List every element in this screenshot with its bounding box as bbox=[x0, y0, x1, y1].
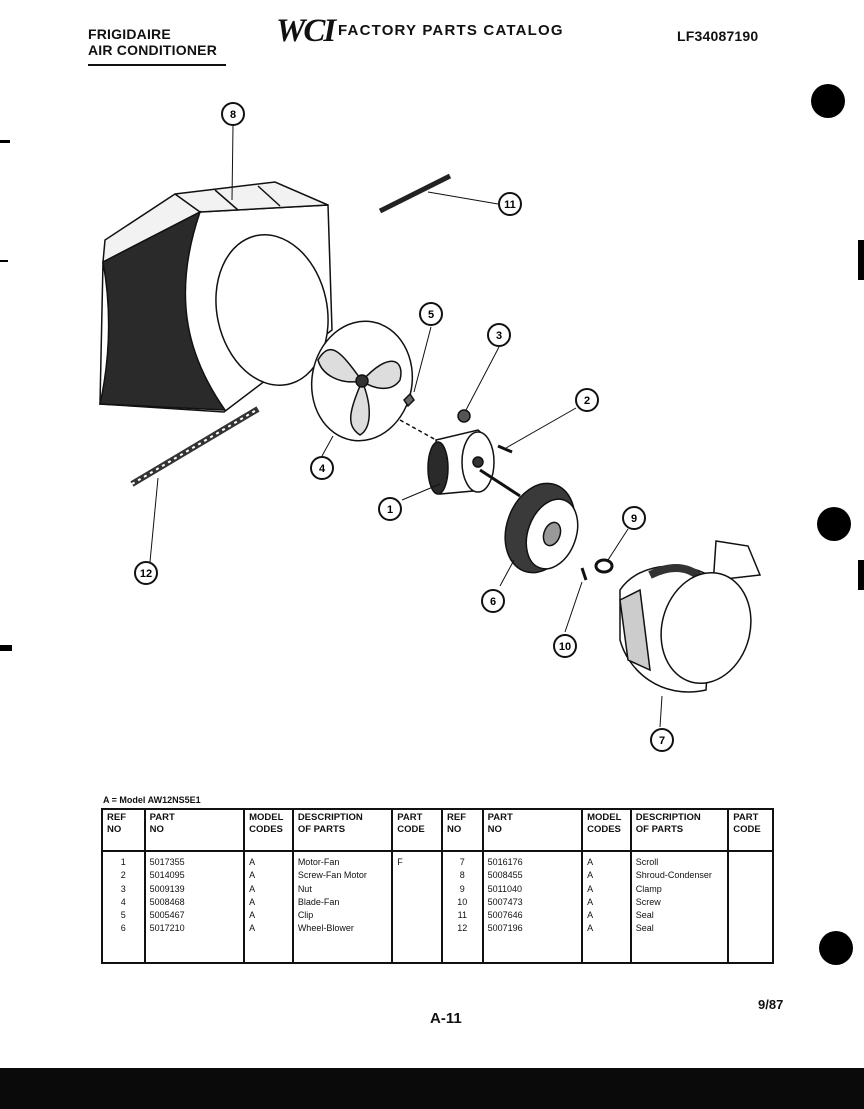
scan-edge-mark bbox=[858, 560, 864, 590]
scan-edge-mark bbox=[858, 240, 864, 280]
callout-4: 4 bbox=[310, 456, 334, 480]
motor-fan-drawing bbox=[399, 419, 521, 498]
left-part-code-column: F bbox=[391, 850, 444, 964]
callout-5: 5 bbox=[419, 302, 443, 326]
wheel-blower-drawing bbox=[504, 482, 579, 574]
callout-3: 3 bbox=[487, 323, 511, 347]
screw-10-drawing bbox=[580, 567, 588, 581]
shroud-condenser-drawing bbox=[99, 181, 333, 413]
scan-edge-mark bbox=[0, 645, 12, 651]
callout-10-label: 10 bbox=[559, 641, 571, 653]
revision-date: 9/87 bbox=[758, 997, 784, 1012]
scan-edge-mark bbox=[0, 260, 8, 262]
callout-1: 1 bbox=[378, 497, 402, 521]
callout-3-label: 3 bbox=[496, 330, 502, 342]
callout-11-label: 11 bbox=[504, 199, 516, 211]
callout-4-label: 4 bbox=[319, 463, 326, 475]
callout-2: 2 bbox=[575, 388, 599, 412]
scan-edge-mark bbox=[0, 140, 10, 143]
punch-hole-bottom bbox=[819, 931, 853, 965]
callout-7: 7 bbox=[650, 728, 674, 752]
brand-line-2: AIR CONDITIONER bbox=[88, 42, 217, 58]
callout-1-label: 1 bbox=[387, 504, 393, 516]
scan-bottom-edge bbox=[0, 1068, 864, 1109]
model-note: A = Model AW12NS5E1 bbox=[103, 795, 201, 805]
callout-10: 10 bbox=[553, 634, 577, 658]
wci-logo: WCI bbox=[276, 13, 336, 49]
brand-line-1: FRIGIDAIRE bbox=[88, 26, 171, 42]
callout-5-label: 5 bbox=[428, 309, 434, 321]
seal-11-drawing bbox=[378, 173, 452, 214]
page-number: A-11 bbox=[430, 1010, 462, 1027]
callout-9-label: 9 bbox=[631, 513, 637, 525]
callout-6: 6 bbox=[481, 589, 505, 613]
seal-12-drawing bbox=[130, 406, 260, 487]
clamp-drawing bbox=[594, 558, 614, 574]
punch-hole-middle bbox=[817, 507, 851, 541]
callout-11: 11 bbox=[498, 192, 522, 216]
callout-6-label: 6 bbox=[490, 596, 496, 608]
clip-drawing bbox=[403, 392, 415, 408]
punch-hole-top bbox=[811, 84, 845, 118]
exploded-parts-diagram: 8 11 5 3 2 4 1 9 12 6 10 7 bbox=[99, 102, 762, 752]
nut-drawing bbox=[457, 409, 471, 423]
leader-lines bbox=[149, 125, 663, 728]
callout-7-label: 7 bbox=[659, 735, 665, 747]
callout-9: 9 bbox=[622, 506, 646, 530]
scroll-drawing bbox=[619, 540, 762, 693]
callout-8-label: 8 bbox=[230, 109, 236, 121]
callout-12-label: 12 bbox=[140, 568, 152, 580]
callout-8: 8 bbox=[221, 102, 245, 126]
catalog-number: LF34087190 bbox=[677, 28, 759, 44]
right-part-code-column bbox=[727, 850, 774, 964]
screw-fan-motor-drawing bbox=[497, 444, 513, 454]
blade-fan-drawing bbox=[310, 320, 414, 442]
callout-2-label: 2 bbox=[584, 395, 590, 407]
header-underline bbox=[88, 64, 226, 66]
catalog-title: FACTORY PARTS CATALOG bbox=[338, 22, 564, 39]
callout-12: 12 bbox=[134, 561, 158, 585]
